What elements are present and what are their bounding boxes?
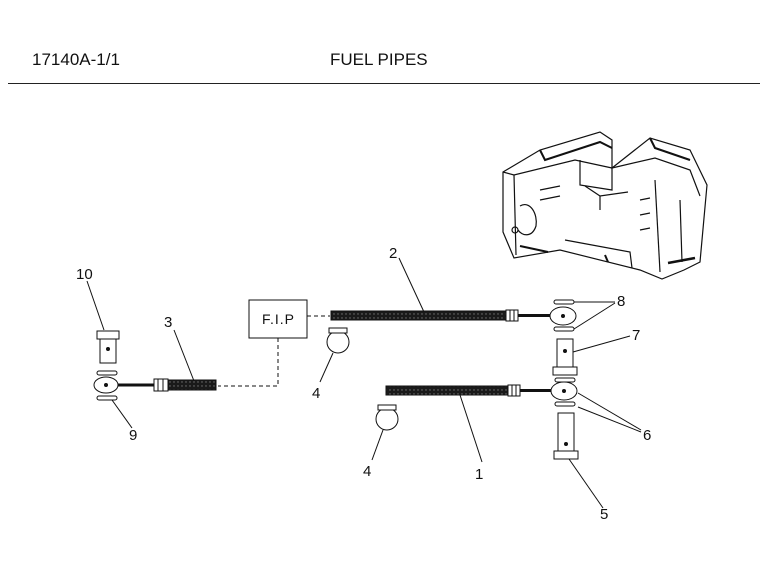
leader-lines <box>86 257 642 509</box>
engine-housing-illustration <box>502 131 708 280</box>
callout-9: 9 <box>129 427 137 444</box>
callout-1: 1 <box>475 466 483 483</box>
callout-6: 6 <box>643 427 651 444</box>
hose-clip-4-upper <box>326 327 350 354</box>
sealing-washers-6 <box>554 377 576 407</box>
diagram-title: FUEL PIPES <box>330 50 428 69</box>
fip-box <box>248 299 308 339</box>
callout-3: 3 <box>164 314 172 331</box>
sealing-washers-8 <box>553 299 575 332</box>
banjo-bolt-7 <box>552 338 578 376</box>
callout-10: 10 <box>76 266 93 283</box>
callout-2: 2 <box>389 245 397 262</box>
banjo-bolt-5 <box>553 412 579 460</box>
banjo-bolt-10 <box>96 330 120 364</box>
callout-4-lower: 4 <box>363 463 371 480</box>
dashed-connector-fip-to-pipe-3 <box>218 338 279 387</box>
diagram-code: 17140A-1/1 <box>32 50 120 69</box>
callout-7: 7 <box>632 327 640 344</box>
hose-clip-4-lower <box>375 404 399 431</box>
fuel-pipe-1 <box>385 381 578 401</box>
fip-label: F.I.P <box>262 311 295 327</box>
callout-4-upper: 4 <box>312 385 320 402</box>
header-divider <box>8 83 760 84</box>
callout-8: 8 <box>617 293 625 310</box>
callout-5: 5 <box>600 506 608 523</box>
fuel-pipe-3 <box>93 376 217 394</box>
fuel-pipe-2 <box>330 306 577 326</box>
sealing-washers-9 <box>96 370 118 401</box>
